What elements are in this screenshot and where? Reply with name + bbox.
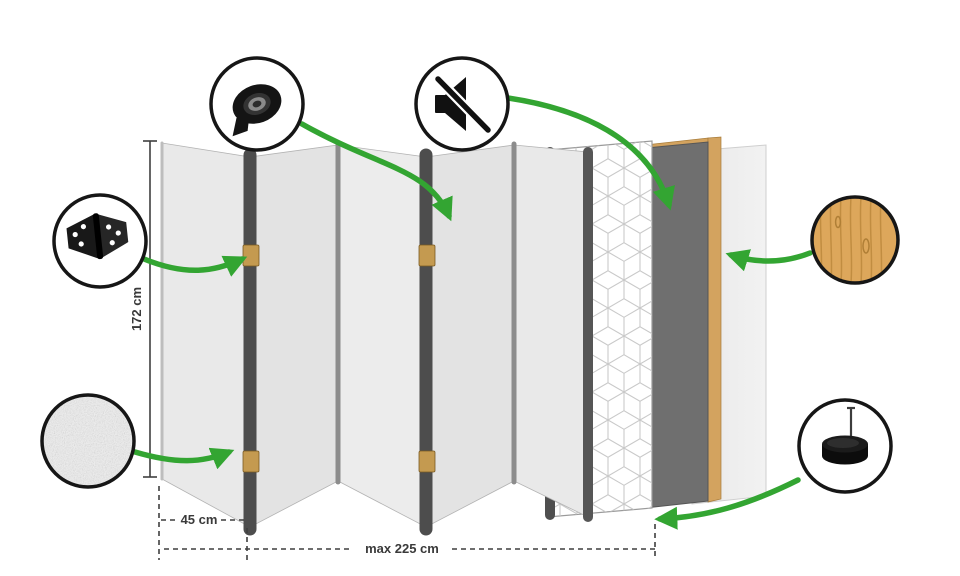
fabric-texture-icon [42,395,134,487]
hinge-badge [52,193,148,289]
callout-arrows [132,95,813,530]
arrow-felt-to-base [654,477,801,530]
arrow-tape-to-fold [299,121,453,222]
arrow-hinge-to-fold [141,255,248,277]
felt-pad-icon [822,406,868,465]
screen-panel-3 [337,144,427,528]
arrow-wood-to-frame [725,249,813,272]
metal-hinge-icon [66,213,129,260]
height-dimension [143,140,157,478]
fabric-badge [40,393,136,489]
max-width-dimension [164,524,656,560]
felt-badge [797,398,893,494]
panel-width-dimension-label: 45 cm [181,512,218,527]
height-dimension-label: 172 cm [129,287,144,331]
hinge-hardware [242,244,436,473]
tape-badge [209,56,305,152]
mute-badge [414,56,510,152]
sound-off-icon [435,76,491,133]
adhesive-tape-icon [232,84,282,137]
wood-frame-panel [635,136,722,510]
screen-panel-2 [249,144,339,528]
screen-panel-5 [513,144,589,518]
arrow-fabric-to-panel [132,447,235,470]
screen-panel-1 [161,142,251,528]
wood-badge [810,195,900,285]
folding-screen [160,141,593,536]
max-width-dimension-label: max 225 cm [365,541,439,556]
panel-width-dimension [158,486,248,560]
arrow-mute-to-panel [505,95,675,211]
